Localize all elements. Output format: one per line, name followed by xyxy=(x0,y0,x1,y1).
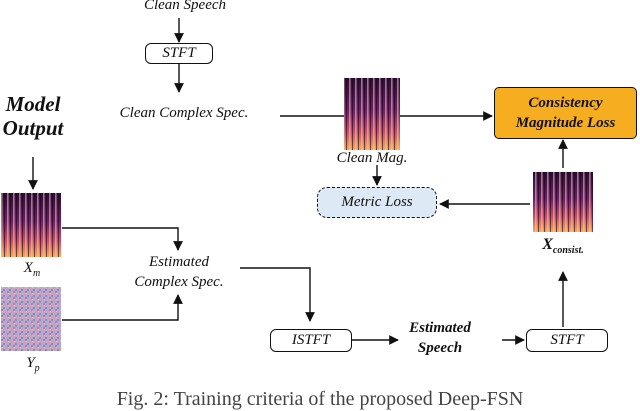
istft-box: ISTFT xyxy=(270,329,352,352)
figure-caption: Fig. 2: Training criteria of the propose… xyxy=(116,388,524,410)
xm-label: Xm xyxy=(23,260,41,279)
metric-loss-box: Metric Loss xyxy=(317,187,437,218)
spectrogram-clean xyxy=(344,78,400,150)
clean-mag-label: Clean Mag. xyxy=(336,150,408,166)
estimated-complex-spec-label: Estimated Complex Spec. xyxy=(134,254,224,290)
arrow-estimated-to-istft xyxy=(240,267,315,322)
arrow-yp-to-estimated xyxy=(62,294,183,321)
model-output-label: Model Output xyxy=(2,92,64,140)
yp-label: Yp xyxy=(26,355,40,374)
arrow-xm-to-estimated xyxy=(62,227,183,251)
phase-noise-yp xyxy=(1,287,61,351)
spectrogram-xm xyxy=(1,193,61,257)
estimated-speech-label: Estimated Speech xyxy=(409,320,471,356)
clean-complex-spec-label: Clean Complex Spec. xyxy=(119,105,249,121)
stft-bottom-box: STFT xyxy=(526,329,608,352)
stft-top-box: STFT xyxy=(145,43,213,64)
spectrogram-xconsist xyxy=(533,172,593,232)
clean-speech-label: Clean Speech xyxy=(143,0,227,13)
xconsist-label: Xconsist. xyxy=(542,236,584,257)
